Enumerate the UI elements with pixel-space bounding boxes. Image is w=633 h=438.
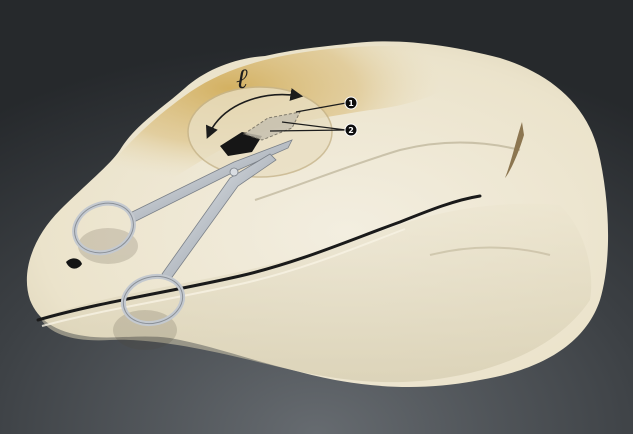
scissors-pivot: [230, 168, 238, 176]
length-symbol: ℓ: [236, 62, 248, 95]
callout-1-label: 1: [348, 99, 354, 108]
callout-2-label: 2: [348, 126, 354, 135]
